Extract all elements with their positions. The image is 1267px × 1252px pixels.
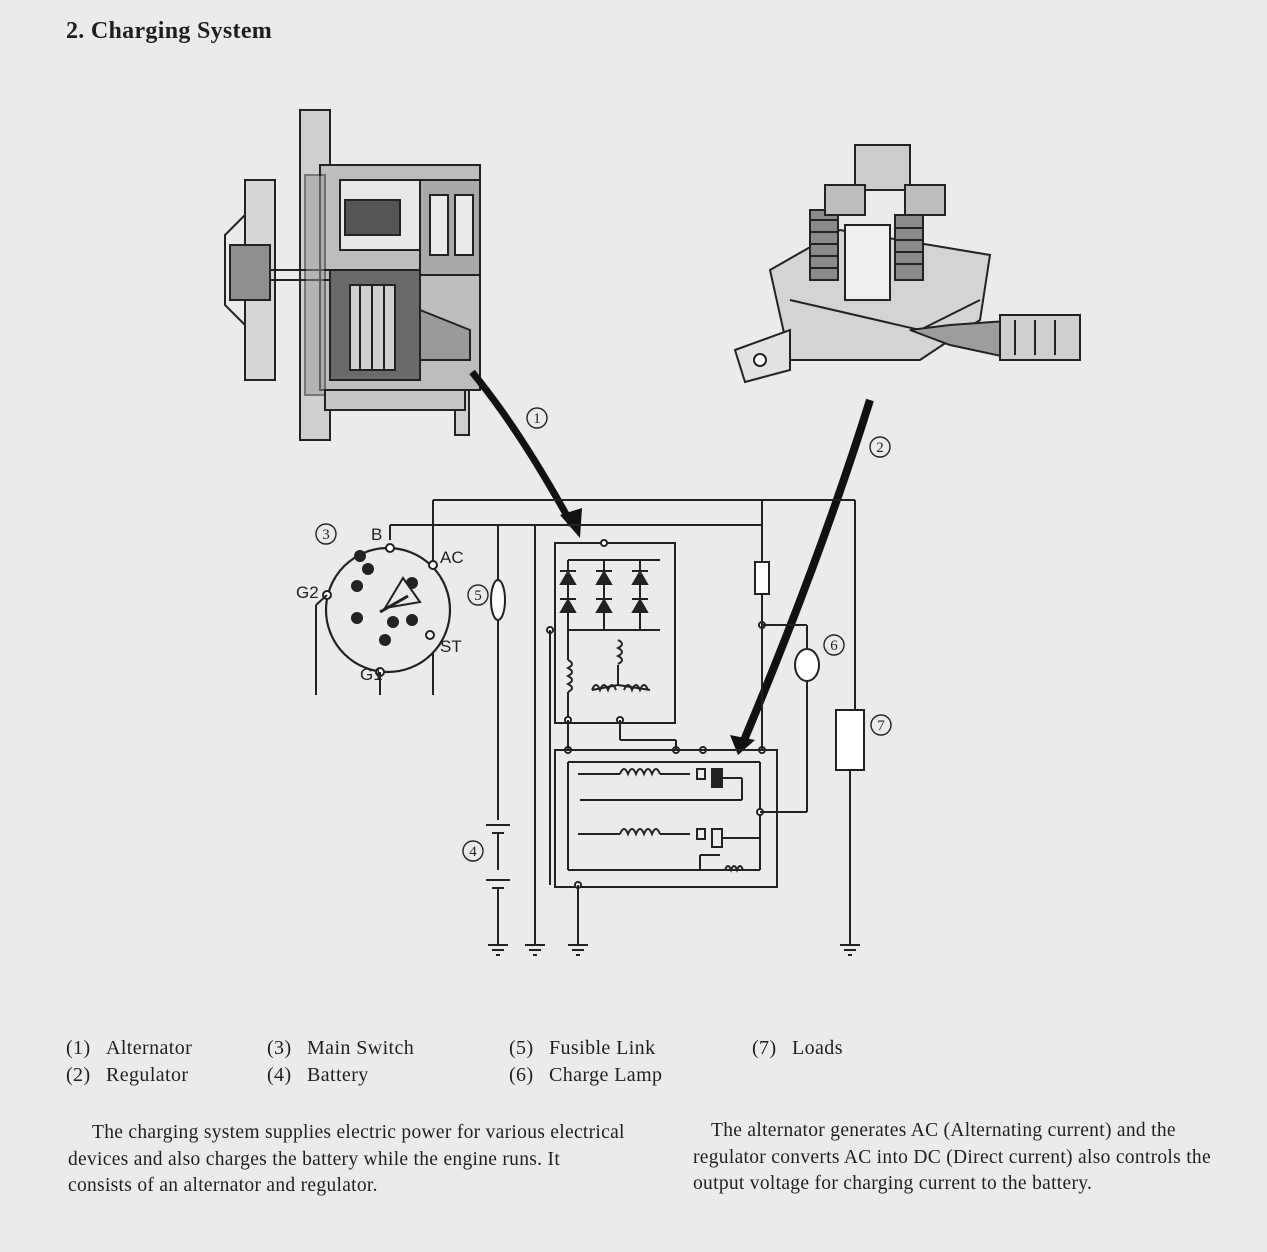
- terminal-label-st: ST: [440, 637, 462, 656]
- callout-2: 2: [869, 436, 891, 458]
- callout-7: 7: [870, 714, 892, 736]
- description-right: The alternator generates AC (Alternating…: [693, 1120, 1211, 1194]
- legend-item: (1)Alternator: [66, 1037, 193, 1059]
- legend-column-3: (5)Fusible Link (6)Charge Lamp: [509, 1035, 662, 1089]
- legend-item: (7)Loads: [752, 1037, 843, 1059]
- callout-6-label: 6: [830, 638, 838, 654]
- terminal-label-g2: G2: [296, 583, 319, 602]
- legend-column-4: (7)Loads: [752, 1035, 843, 1062]
- callout-4-label: 4: [469, 844, 477, 860]
- callout-arrow-2: [730, 398, 874, 755]
- callout-4: 4: [462, 840, 484, 862]
- callout-2-label: 2: [876, 440, 884, 456]
- terminal-label-b: B: [371, 525, 382, 544]
- callout-3-label: 3: [322, 527, 330, 543]
- callout-1-label: 1: [533, 411, 541, 427]
- callout-5: 5: [467, 584, 489, 606]
- regulator-illustration: [733, 144, 1081, 384]
- alternator-illustration: [224, 109, 481, 441]
- legend-column-2: (3)Main Switch (4)Battery: [267, 1035, 414, 1089]
- circuit-schematic: [389, 499, 865, 956]
- legend-item: (5)Fusible Link: [509, 1037, 656, 1059]
- legend-column-1: (1)Alternator (2)Regulator: [66, 1035, 192, 1089]
- ground-symbols: [488, 944, 860, 956]
- legend-item: (2)Regulator: [66, 1064, 189, 1086]
- callout-3: 3: [315, 523, 337, 545]
- description-left: The charging system supplies electric po…: [68, 1122, 625, 1196]
- terminal-label-g1: G1: [360, 665, 383, 684]
- legend-item: (6)Charge Lamp: [509, 1064, 663, 1086]
- callout-1: 1: [526, 407, 548, 429]
- callout-7-label: 7: [877, 718, 885, 734]
- legend-item: (3)Main Switch: [267, 1037, 415, 1059]
- main-switch: [315, 543, 452, 695]
- callout-6: 6: [823, 634, 845, 656]
- page-title: 2. Charging System: [66, 18, 273, 44]
- callout-arrow-1: [469, 369, 582, 538]
- callout-5-label: 5: [474, 588, 482, 604]
- terminal-label-ac: AC: [440, 548, 464, 567]
- legend-item: (4)Battery: [267, 1064, 369, 1086]
